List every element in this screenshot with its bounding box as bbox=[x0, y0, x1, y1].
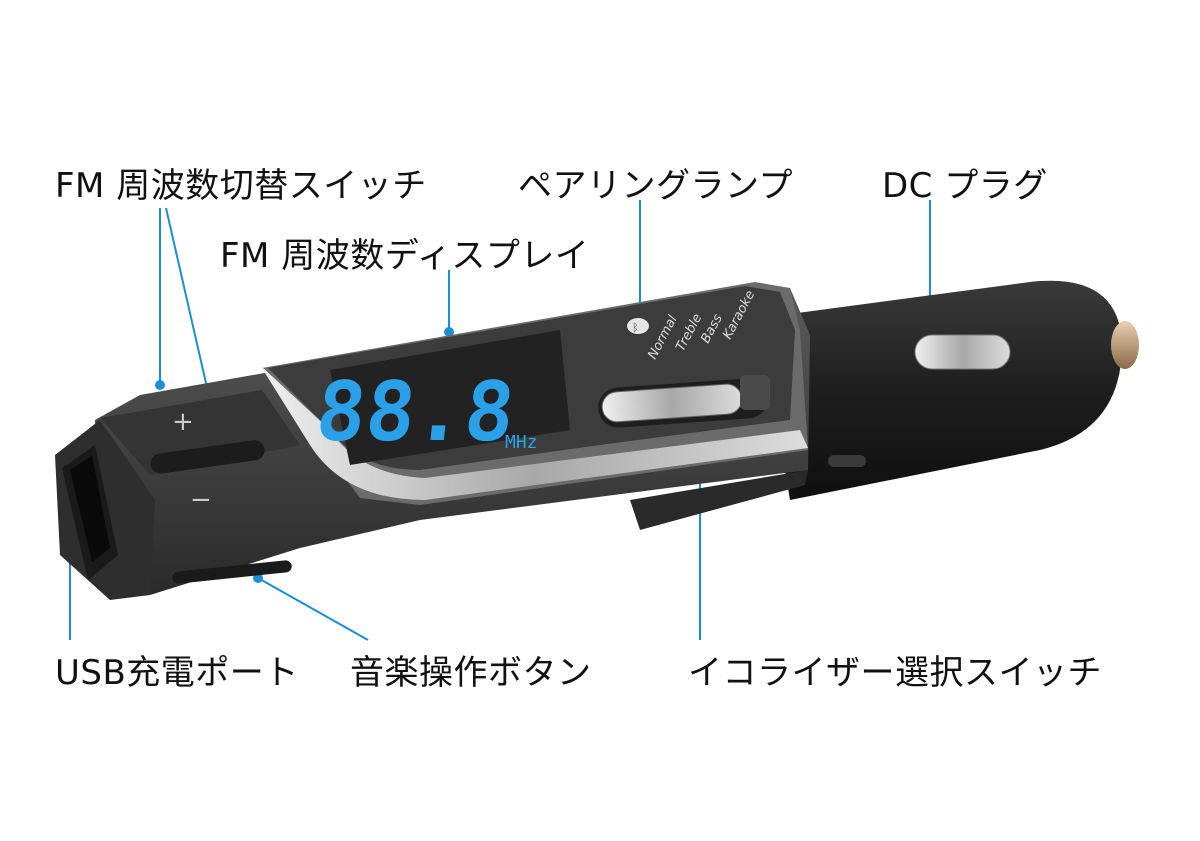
frequency-digits: 88.8 bbox=[312, 365, 519, 460]
bluetooth-icon: ᛒ bbox=[632, 321, 639, 334]
pairing-lamp: ᛒ bbox=[627, 318, 649, 334]
equalizer-switch[interactable] bbox=[597, 375, 770, 429]
display-dot bbox=[444, 327, 454, 337]
fm-frequency-display-label: FM 周波数ディスプレイ bbox=[220, 236, 590, 276]
frequency-unit: MHz bbox=[505, 432, 538, 453]
plug-vent bbox=[828, 455, 866, 467]
fm-switch-plus-dot bbox=[155, 380, 165, 390]
music-control-button-label: 音楽操作ボタン bbox=[350, 653, 592, 693]
minus-symbol[interactable]: − bbox=[190, 485, 212, 515]
fm-display: 88.8 MHz bbox=[312, 330, 570, 465]
plug-tip bbox=[1111, 321, 1139, 369]
dc-plug bbox=[760, 280, 1139, 500]
usb-charging-port-label: USB充電ポート bbox=[55, 653, 299, 693]
music-control-button[interactable] bbox=[172, 560, 293, 584]
plug-side-contact bbox=[914, 334, 1011, 370]
chrome-trim bbox=[260, 365, 808, 500]
fm-frequency-rocker[interactable] bbox=[149, 439, 266, 475]
fm-frequency-switch-label: FM 周波数切替スイッチ bbox=[55, 166, 427, 206]
equalizer-switch-label: イコライザー選択スイッチ bbox=[688, 653, 1102, 693]
pairing-lamp-label: ペアリングランプ bbox=[518, 166, 793, 206]
music-line bbox=[257, 577, 369, 641]
plus-symbol[interactable]: + bbox=[172, 407, 194, 437]
dc-plug-label: DC プラグ bbox=[882, 166, 1048, 206]
